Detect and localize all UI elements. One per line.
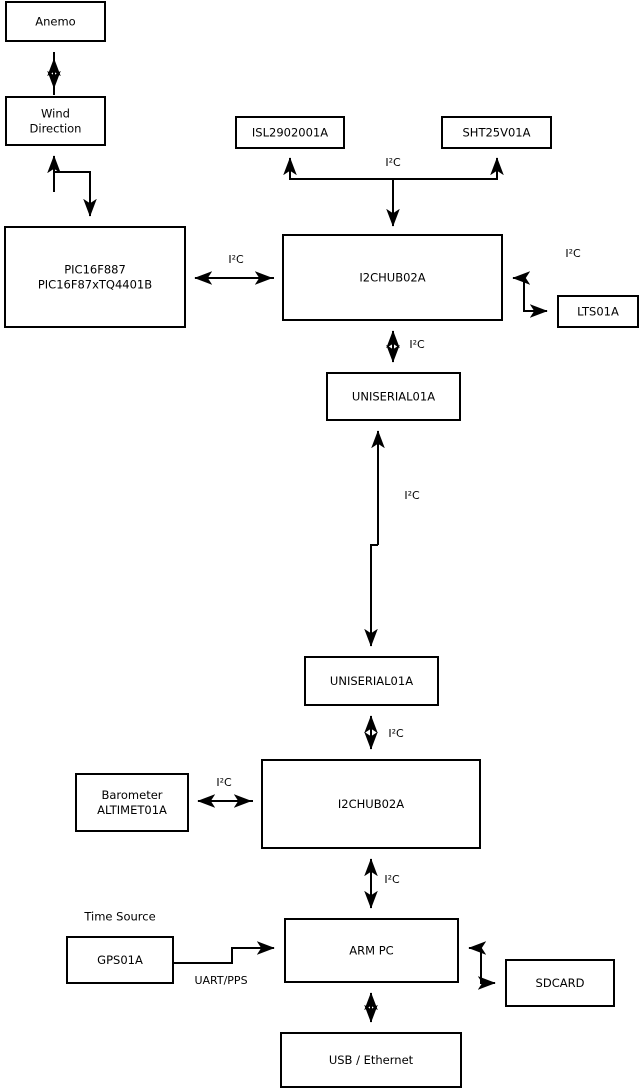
node-box-uniserial-2[interactable]: [304, 656, 439, 706]
node-gps[interactable]: GPS01A: [66, 936, 174, 984]
node-label-isl: ISL2902001A: [252, 125, 328, 139]
node-box-uniserial-1[interactable]: [326, 372, 461, 421]
edge-label-lbl-uart-pps: UART/PPS: [194, 974, 247, 987]
node-uniserial-2[interactable]: UNISERIAL01A: [304, 656, 439, 706]
conn-armpc-sdcard: [468, 941, 496, 990]
edge-label-lbl-i2c-lts: I²C: [565, 247, 581, 260]
node-anemo[interactable]: Anemo: [5, 1, 106, 42]
node-label-anemo: Anemo: [35, 14, 75, 28]
conn-hubtop-lts: [512, 271, 548, 318]
node-label-arm-pc: ARM PC: [349, 943, 393, 957]
node-box-hub-top[interactable]: [282, 234, 503, 321]
node-hub-bottom[interactable]: I2CHUB02A: [261, 759, 481, 849]
node-label-sdcard: SDCARD: [536, 976, 585, 990]
node-box-lts[interactable]: [557, 295, 639, 328]
node-hub-top[interactable]: I2CHUB02A: [282, 234, 503, 321]
node-label-lts: LTS01A: [577, 304, 619, 318]
node-label-usb-ethernet: USB / Ethernet: [329, 1053, 414, 1067]
conn-uni1-uni2: [364, 430, 385, 647]
edge-label-lbl-i2c-hub-uni1: I²C: [409, 338, 425, 351]
node-arm-pc[interactable]: ARM PC: [284, 918, 459, 983]
conn-gps-armpc: [173, 941, 275, 964]
node-label-sht: SHT25V01A: [463, 125, 531, 139]
node-isl[interactable]: ISL2902001A: [235, 116, 345, 149]
node-label-hub-top: I2CHUB02A: [359, 270, 425, 284]
edge-label-lbl-i2c-sensors: I²C: [385, 156, 401, 169]
connections-layer: [47, 52, 548, 1023]
node-box-hub-bottom[interactable]: [261, 759, 481, 849]
edge-label-lbl-i2c-uni2-hub2: I²C: [388, 727, 404, 740]
node-usb-ethernet[interactable]: USB / Ethernet: [280, 1032, 462, 1088]
node-box-barometer[interactable]: [75, 773, 189, 832]
edge-label-lbl-i2c-baro: I²C: [216, 776, 232, 789]
node-box-pic[interactable]: [4, 226, 186, 328]
node-label-hub-bottom: I2CHUB02A: [338, 797, 404, 811]
edge-label-lbl-i2c-uni1-uni2: I²C: [404, 489, 420, 502]
node-sdcard[interactable]: SDCARD: [505, 959, 615, 1007]
node-label-uniserial-2: UNISERIAL01A: [330, 674, 413, 688]
node-box-isl[interactable]: [235, 116, 345, 149]
node-label-gps: GPS01A: [97, 953, 143, 967]
node-box-arm-pc[interactable]: [284, 918, 459, 983]
conn-winddir-pic: [47, 155, 97, 217]
node-label-uniserial-1: UNISERIAL01A: [352, 389, 435, 403]
node-uniserial-1[interactable]: UNISERIAL01A: [326, 372, 461, 421]
conn-hubtop-sensors: [283, 157, 504, 227]
node-box-usb-ethernet[interactable]: [280, 1032, 462, 1088]
free-labels-layer: Time Source: [83, 910, 155, 924]
edge-label-lbl-i2c-hub2-arm: I²C: [384, 873, 400, 886]
node-box-sdcard[interactable]: [505, 959, 615, 1007]
node-box-gps[interactable]: [66, 936, 174, 984]
node-box-anemo[interactable]: [5, 1, 106, 42]
edge-labels-layer: I²C I²C I²C I²C I²C I²C I²C I²C UART/PPS: [194, 156, 581, 987]
node-box-sht[interactable]: [441, 116, 552, 149]
free-label-lbl-time-source: Time Source: [83, 910, 155, 924]
node-box-wind-dir[interactable]: [5, 96, 106, 146]
node-lts[interactable]: LTS01A: [557, 295, 639, 328]
node-sht[interactable]: SHT25V01A: [441, 116, 552, 149]
edge-label-lbl-i2c-pic-hub: I²C: [228, 253, 244, 266]
